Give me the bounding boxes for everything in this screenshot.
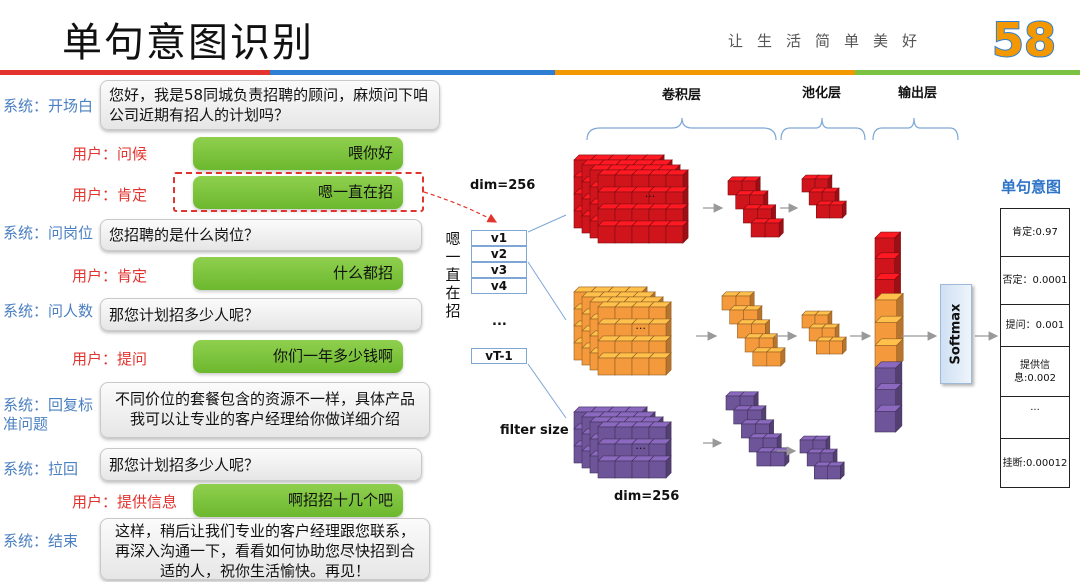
conv-red-cube: [648, 225, 667, 244]
output-cell: 挂断:0.00012: [1002, 458, 1068, 469]
user-bubble: 喂你好: [193, 137, 403, 170]
conv-purple-cube: [614, 460, 633, 479]
system-bubble: 您好，我是58同城负责招聘的顾问，麻烦问下咱公司近期有招人的计划吗？: [100, 80, 440, 130]
role-label: 系统：问人数: [3, 302, 94, 320]
user-bubble: 什么都招: [193, 257, 403, 290]
user-bubble: 你们一年多少钱啊: [193, 340, 403, 373]
role-label: 系统：问岗位: [3, 224, 94, 242]
dim-bottom-label: dim=256: [614, 489, 680, 504]
vector-box: v3: [471, 262, 527, 278]
role-label: 用户：问候: [72, 145, 148, 163]
vector-box-last: vT-1: [471, 348, 527, 364]
pool-red-cube: [815, 204, 830, 219]
highlight-arrow: [423, 191, 498, 223]
feature-purple-cube: [756, 451, 772, 467]
user-bubble-highlighted: 嗯一直在招: [193, 176, 403, 209]
conv-red-cube: [597, 225, 616, 244]
feature-red-cube: [750, 222, 766, 238]
conv-orange-cube-ellipsis: ...: [635, 319, 646, 332]
conv-red-cube: [614, 225, 633, 244]
user-bubble: 啊招招十几个吧: [193, 484, 403, 517]
output-title: 单句意图: [1001, 178, 1062, 196]
conv-orange-cube: [648, 357, 667, 376]
conv-red-cube-ellipsis: ...: [645, 187, 656, 200]
feature-orange-cube: [766, 351, 782, 367]
conv-orange-cube: [614, 357, 633, 376]
system-bubble: 那您计划招多少人呢？: [100, 298, 422, 331]
output-cell: 否定：0.0001: [1001, 257, 1069, 305]
role-label: 系统：开场白: [3, 97, 94, 115]
conv-purple-cube: [597, 460, 616, 479]
feature-orange-cube: [752, 351, 768, 367]
filter-line: [527, 261, 567, 321]
vector-box: v4: [471, 278, 527, 294]
pool-purple-cube: [826, 465, 841, 480]
system-bubble: 不同价位的套餐包含的资源不一样，具体产品我可以让专业的客户经理给你做详细介绍: [100, 382, 430, 438]
brace-pool: [780, 117, 866, 141]
system-bubble: 那您计划招多少人呢？: [100, 448, 422, 481]
conv-red-cube: [665, 225, 684, 244]
filter-size-label: filter size: [500, 423, 569, 438]
role-label: 用户：肯定: [72, 267, 148, 285]
conv-purple-cube: [648, 460, 667, 479]
stripe-blue: [270, 70, 555, 75]
conv-orange-cube: [597, 357, 616, 376]
dim-top-label: dim=256: [470, 178, 536, 193]
pool-purple-cube: [813, 465, 828, 480]
softmax-label: Softmax: [948, 303, 964, 365]
output-column-cube: [874, 411, 896, 433]
role-label: 系统：结束: [3, 532, 79, 550]
output-cell: ...: [1001, 397, 1069, 439]
system-bubble: 您招聘的是什么岗位？: [100, 219, 422, 251]
role-label: 系统：回复标准问题: [3, 396, 94, 433]
pool-layer-label: 池化层: [802, 86, 842, 101]
output-table: 肯定:0.97 否定：0.0001 提问：0.001 提供信息:0.002 ..…: [1000, 208, 1070, 488]
role-label: 用户：提问: [72, 350, 148, 368]
stripe-green: [855, 70, 1080, 75]
role-label: 用户：肯定: [72, 186, 148, 204]
slogan: 让生活简单美好: [728, 32, 932, 50]
softmax-block: Softmax: [940, 284, 972, 384]
conv-purple-cube: [631, 460, 650, 479]
role-label: 系统：拉回: [3, 460, 79, 478]
output-cell: 肯定:0.97: [1001, 209, 1069, 257]
page-title: 单句意图识别: [62, 20, 314, 66]
feature-purple-cube: [770, 451, 786, 467]
stripe-orange: [555, 70, 855, 75]
output-cell: 提问：0.001: [1001, 305, 1069, 347]
conv-layer-label: 卷积层: [662, 88, 702, 103]
logo-text: 58: [992, 14, 1056, 62]
input-sentence: 嗯一直在招: [445, 230, 461, 320]
vector-box: v1: [471, 230, 527, 246]
vector-ellipsis: ...: [492, 314, 507, 329]
conv-red-cube: [631, 225, 650, 244]
role-label: 用户：提供信息: [72, 493, 178, 511]
conv-purple-cube-ellipsis: ...: [635, 439, 646, 452]
stripe-red: [0, 70, 270, 75]
output-layer-label: 输出层: [898, 86, 938, 101]
pool-orange-cube: [815, 340, 830, 355]
feature-red-cube: [764, 222, 780, 238]
output-cell: 提供信息:0.002: [1001, 347, 1069, 397]
logo-58: 58: [991, 14, 1057, 62]
vector-box: v2: [471, 246, 527, 262]
brace-conv: [586, 117, 777, 141]
filter-line: [527, 363, 567, 419]
system-bubble: 这样，稍后让我们专业的客户经理跟您联系，再深入沟通一下，看看如何协助您尽快招到合…: [100, 518, 430, 580]
brace-output: [872, 117, 959, 141]
pool-orange-cube: [828, 340, 843, 355]
pool-red-cube: [828, 204, 843, 219]
filter-line: [527, 214, 567, 233]
conv-orange-cube: [631, 357, 650, 376]
highlight-box: [173, 172, 424, 212]
